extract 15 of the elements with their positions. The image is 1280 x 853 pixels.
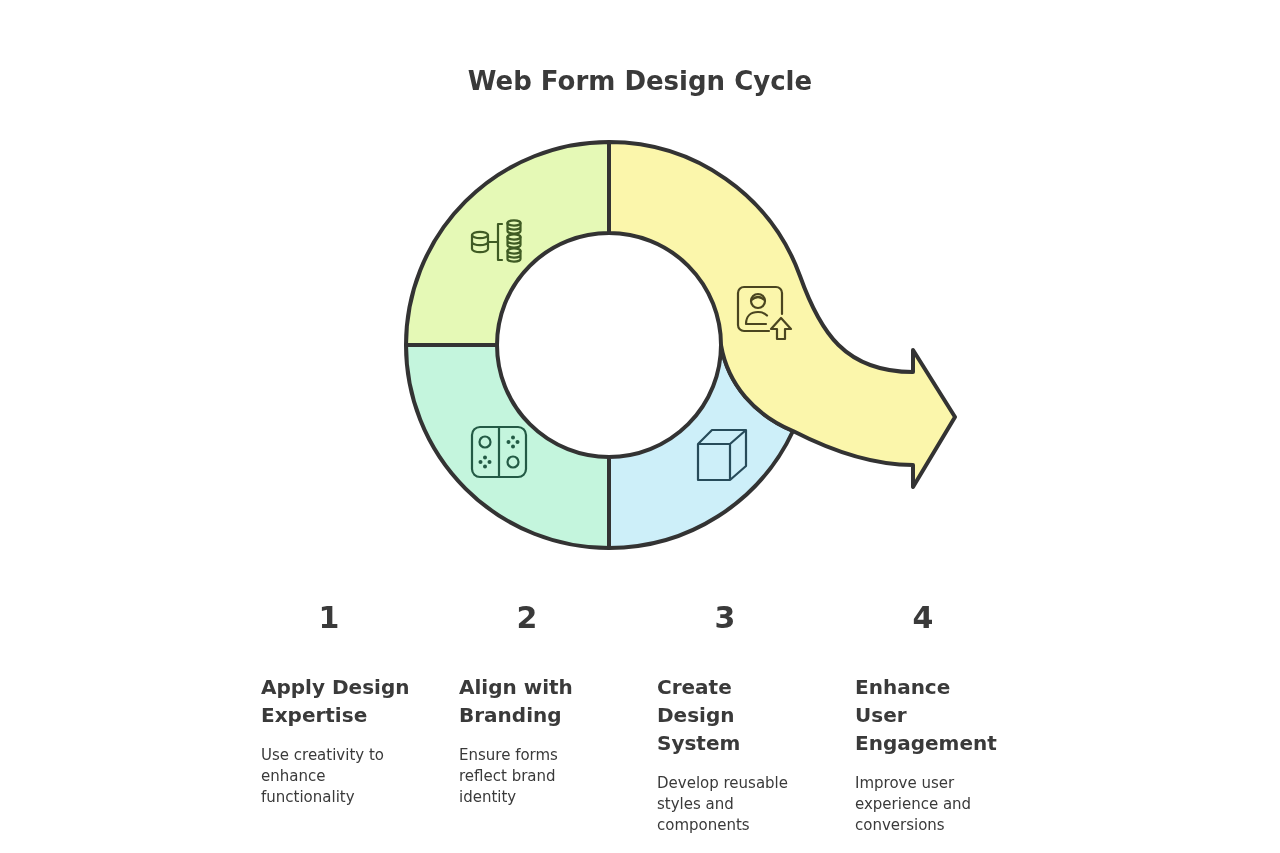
step-title: Create Design System xyxy=(657,674,742,757)
step-number: 4 xyxy=(912,600,934,635)
step-title: Align with Branding xyxy=(459,674,574,729)
step-number: 1 xyxy=(318,600,340,635)
step-description: Ensure forms reflect brand identity xyxy=(459,745,559,808)
curved-arrow xyxy=(607,140,957,489)
step-title: Enhance User Engagement xyxy=(855,674,998,757)
step-description: Improve user experience and conversions xyxy=(855,773,973,836)
step-title: Apply Design Expertise xyxy=(261,674,411,729)
step-number: 2 xyxy=(516,600,538,635)
step-number: 3 xyxy=(714,600,736,635)
step-description: Use creativity to enhance functionality xyxy=(261,745,385,808)
diagram-title: Web Form Design Cycle xyxy=(467,65,813,98)
ring-segment xyxy=(404,343,611,550)
step-description: Develop reusable styles and components xyxy=(657,773,789,836)
